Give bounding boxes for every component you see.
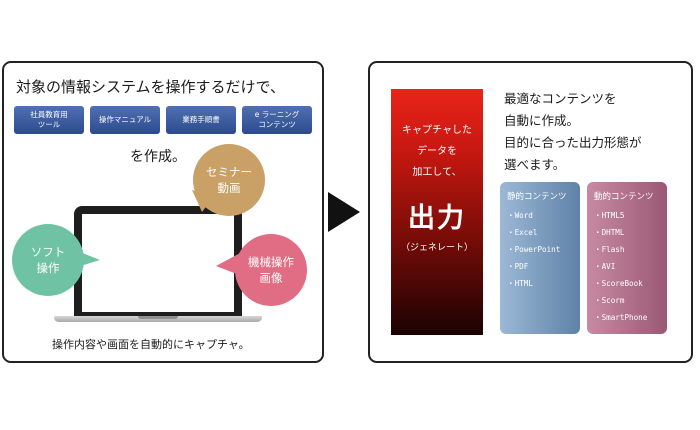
dynamic-item: ・HTML5 [594, 211, 625, 220]
static-item: ・HTML [507, 279, 533, 288]
static-item: ・Word [507, 211, 533, 220]
dynamic-item: ・ScoreBook [594, 279, 643, 288]
dynamic-contents-title: 動的コンテンツ [594, 192, 654, 202]
output-big-text: 出力 [408, 203, 466, 234]
dynamic-item: ・Flash [594, 245, 625, 254]
output-column-text: キャプチャした データを 加工して、 [402, 125, 472, 178]
output-sub-text: （ジェネレート） [400, 243, 473, 253]
seminar-bubble: セミナー 動画 [193, 144, 265, 216]
doc-badge-training: 社員教育用 ツール [14, 106, 84, 134]
machine-bubble: 機械操作 画像 [235, 234, 307, 306]
output-column [391, 89, 483, 335]
static-item: ・PowerPoint [507, 245, 561, 254]
dynamic-item: ・SmartPhone [594, 313, 648, 322]
dynamic-item: ・DHTML [594, 228, 625, 237]
doc-badge-elearning: e ラーニング コンテンツ [242, 106, 312, 134]
doc-badge-manual: 操作マニュアル [90, 106, 160, 134]
laptop-display [82, 214, 234, 312]
dynamic-contents-box: 動的コンテンツ ・HTML5 ・DHTML ・Flash ・AVI ・Score… [587, 182, 667, 334]
arrow-right-icon [328, 192, 360, 232]
output-intro: 最適なコンテンツを 自動に作成。 目的に合った出力形態が 選べます。 [504, 91, 642, 172]
capture-headline: 対象の情報システムを操作するだけで、 [16, 78, 285, 96]
doc-badge-procedure: 業務手順書 [166, 106, 236, 134]
static-contents-box: 静的コンテンツ ・Word ・Excel ・PowerPoint ・PDF ・H… [500, 182, 580, 334]
dynamic-item: ・AVI [594, 262, 616, 271]
software-bubble: ソフト 操作 [12, 224, 84, 296]
static-contents-title: 静的コンテンツ [507, 192, 567, 202]
static-item: ・PDF [507, 262, 529, 271]
laptop-notch [138, 316, 178, 319]
create-text: を作成。 [130, 149, 186, 165]
static-item: ・Excel [507, 228, 538, 237]
laptop-base [54, 316, 262, 322]
dynamic-item: ・Scorm [594, 296, 625, 305]
capture-caption: 操作内容や画面を自動的にキャプチャ。 [52, 338, 250, 351]
